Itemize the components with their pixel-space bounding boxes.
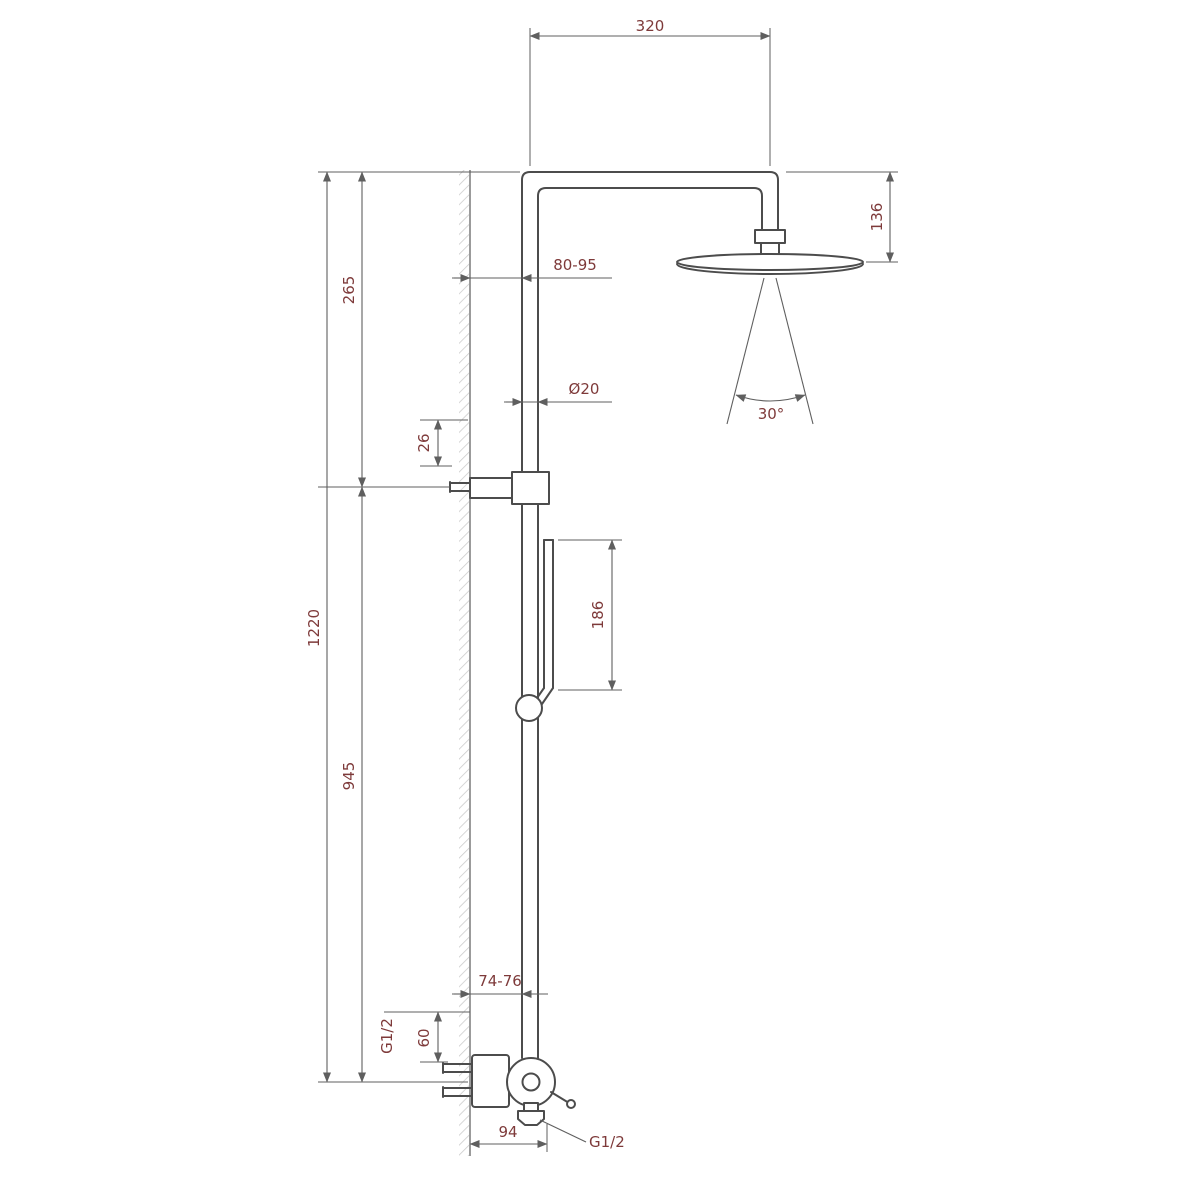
dim-mixer-wall-distance: 74-76 xyxy=(452,972,548,998)
dim-head-drop: 136 xyxy=(786,171,898,263)
outlet-neck xyxy=(523,1102,539,1112)
spray-angle-arc xyxy=(735,394,806,402)
mixer-cartridge xyxy=(521,1072,541,1092)
mixer-valve xyxy=(442,1054,576,1126)
dim-upper-height-label: 265 xyxy=(340,276,358,305)
dim-inlet-detail-label: 60 xyxy=(415,1028,433,1047)
dim-bracket-detail-label: 26 xyxy=(415,433,433,452)
wall-section xyxy=(459,170,471,1156)
dim-wall-to-pipe-label: 80-95 xyxy=(553,256,597,274)
head-disc-underside xyxy=(676,263,864,275)
overhead-shower-head xyxy=(676,229,864,275)
dim-head-drop-label: 136 xyxy=(868,203,886,232)
mixer-backplate xyxy=(471,1054,510,1108)
dim-inlet: 60 G1/2 xyxy=(378,1011,470,1063)
mixer-lever xyxy=(550,1091,570,1104)
mixer-lever-knob xyxy=(566,1099,576,1109)
head-disc xyxy=(676,253,864,271)
head-joint-nut xyxy=(754,229,786,244)
riser-pipe xyxy=(521,171,779,1059)
outlet-thread-callout: G1/2 xyxy=(539,1119,625,1151)
outlet-thread-leader xyxy=(539,1119,587,1143)
holder-knob xyxy=(515,694,543,722)
dim-holder-length-label: 186 xyxy=(589,601,607,630)
dim-top-width-label: 320 xyxy=(636,17,665,35)
dim-left-chain: 265 1220 945 xyxy=(305,171,520,1083)
dim-mixer-wall-distance-label: 74-76 xyxy=(478,972,522,990)
spray-angle-label: 30° xyxy=(758,405,785,423)
wall-bracket xyxy=(449,471,550,505)
dim-outlet-distance-label: 94 xyxy=(498,1123,517,1141)
dim-holder-length: 186 xyxy=(558,539,622,691)
outlet-thread-label: G1/2 xyxy=(589,1133,625,1151)
dim-lower-height-label: 945 xyxy=(340,762,358,791)
dim-total-height-label: 1220 xyxy=(305,609,323,647)
inlet-thread-label: G1/2 xyxy=(378,1018,396,1054)
dim-pipe-diameter: Ø20 xyxy=(504,380,612,406)
dim-top-width: 320 xyxy=(529,17,771,166)
spray-cone: 30° xyxy=(726,277,814,425)
dim-bracket-detail: 26 xyxy=(415,419,468,467)
dim-outlet-distance: 94 xyxy=(469,1123,548,1152)
supply-inlet-pins xyxy=(442,1062,473,1098)
outlet-nut xyxy=(517,1110,545,1126)
dim-pipe-diameter-label: Ø20 xyxy=(569,380,600,398)
dim-wall-to-pipe: 80-95 xyxy=(452,256,612,282)
hand-shower-holder xyxy=(515,539,554,722)
